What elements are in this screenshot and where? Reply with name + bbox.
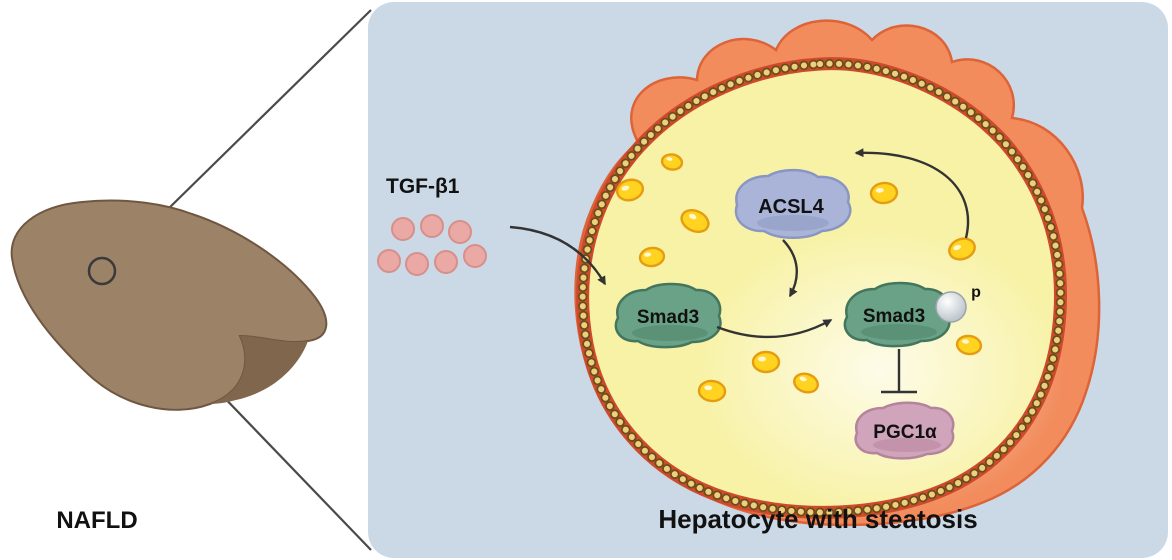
lipid-droplet — [751, 350, 781, 374]
inhibition-bar-smad3p-to-pgc1a — [881, 349, 917, 394]
acsl4-label: ACSL4 — [758, 196, 824, 218]
lipid-droplet — [638, 246, 666, 268]
magnifier-circle — [87, 256, 117, 286]
smad3-molecule: Smad3 — [614, 282, 722, 349]
tgfb1-dot — [420, 214, 444, 238]
acsl4-blob — [734, 168, 852, 239]
arrow-smad3-phosphorylation — [716, 318, 833, 339]
tgfb1-label: TGF-β1 — [386, 175, 460, 198]
pgc1a-molecule: PGC1α — [854, 401, 955, 460]
pgc1a-label: PGC1α — [873, 422, 937, 443]
liver-lobe-dark — [210, 336, 308, 404]
lipid-droplet — [869, 181, 899, 205]
phospho-smad3-molecule: Smad3 p — [843, 281, 981, 348]
lipid-droplet — [955, 334, 983, 356]
cytoplasm-highlight — [695, 225, 1065, 515]
phospho-smad3-shading — [861, 324, 937, 340]
lipid-droplet — [697, 379, 727, 403]
lipid-droplet — [793, 372, 819, 394]
smad3-label: Smad3 — [637, 307, 699, 328]
phosphate-sphere — [935, 291, 967, 323]
acsl4-molecule: ACSL4 — [734, 168, 852, 239]
lipid-droplet — [660, 153, 684, 171]
tgfb1-dot — [463, 244, 487, 268]
tgfb1-dot — [434, 250, 458, 274]
arrow-lipid-to-acsl4 — [854, 148, 970, 239]
acsl4-shading — [757, 215, 829, 231]
phosphate-tag-label: p — [971, 284, 981, 301]
panel-caption: Hepatocyte with steatosis — [658, 504, 977, 534]
phospho-smad3-label: Smad3 — [863, 306, 925, 327]
arrow-acsl4-to-phosphorylation — [782, 239, 798, 298]
lipid-droplet — [680, 208, 710, 234]
tgfb1-dot — [391, 217, 415, 241]
pathway-arrows — [509, 148, 970, 394]
arrow-tgfb1-to-smad3 — [509, 225, 607, 286]
lipid-droplets — [615, 153, 983, 403]
pgc1a-blob — [854, 401, 955, 460]
lipid-droplet — [615, 178, 645, 202]
pgc1a-shading — [873, 438, 941, 452]
tgfb1-dot — [377, 249, 401, 273]
nafld-label: NAFLD — [56, 507, 137, 534]
lipid-droplet — [948, 237, 976, 261]
tgfb1-dot — [405, 252, 429, 276]
smad3-shading — [632, 325, 708, 341]
liver-illustration — [10, 199, 328, 411]
tgfb1-dot — [448, 220, 472, 244]
tgfb1-molecules — [377, 214, 487, 276]
